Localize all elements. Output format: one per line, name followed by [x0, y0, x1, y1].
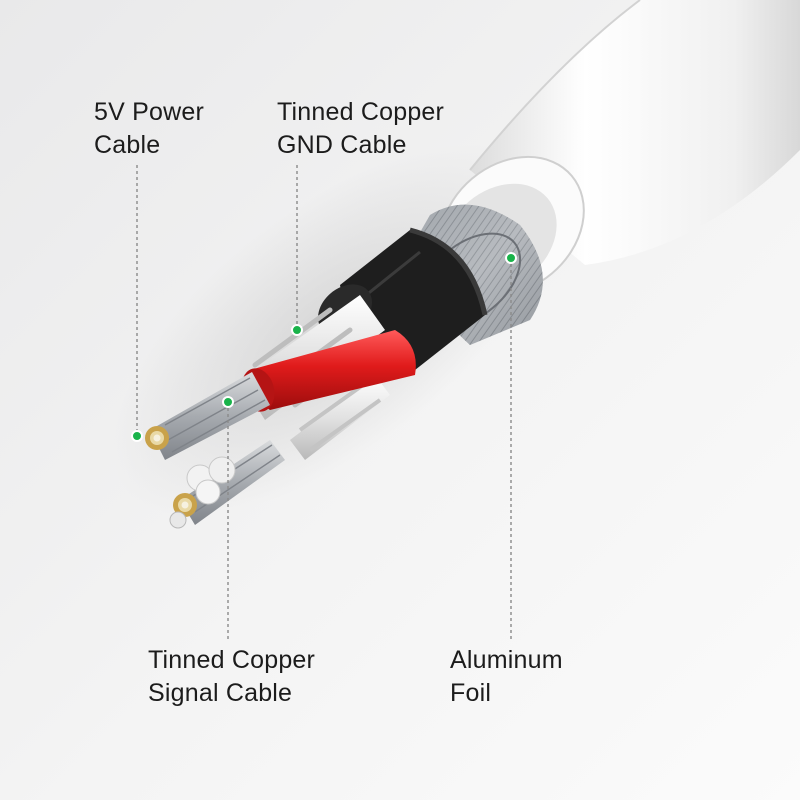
label-line: Cable	[94, 131, 161, 159]
label-tinned-copper-gnd-cable: Tinned Copper GND Cable	[277, 96, 444, 162]
marker-dot-power	[131, 430, 143, 442]
copper-strand-tip-power	[145, 426, 169, 450]
label-line: Tinned Copper	[277, 98, 445, 126]
label-line: Signal Cable	[148, 679, 293, 707]
copper-strand-tip-signal	[169, 493, 197, 529]
label-line: Aluminum	[450, 646, 563, 674]
label-line: GND Cable	[277, 131, 407, 159]
label-line: 5V Power	[94, 98, 204, 126]
marker-dot-signal	[222, 396, 234, 408]
label-line: Tinned Copper	[148, 646, 316, 674]
label-tinned-copper-signal-cable: Tinned Copper Signal Cable	[148, 644, 315, 710]
power-conductor-strand	[150, 372, 270, 460]
marker-dot-foil	[505, 252, 517, 264]
label-aluminum-foil: Aluminum Foil	[450, 644, 563, 710]
label-5v-power-cable: 5V Power Cable	[94, 96, 204, 162]
marker-dot-gnd	[291, 324, 303, 336]
label-line: Foil	[450, 679, 492, 707]
